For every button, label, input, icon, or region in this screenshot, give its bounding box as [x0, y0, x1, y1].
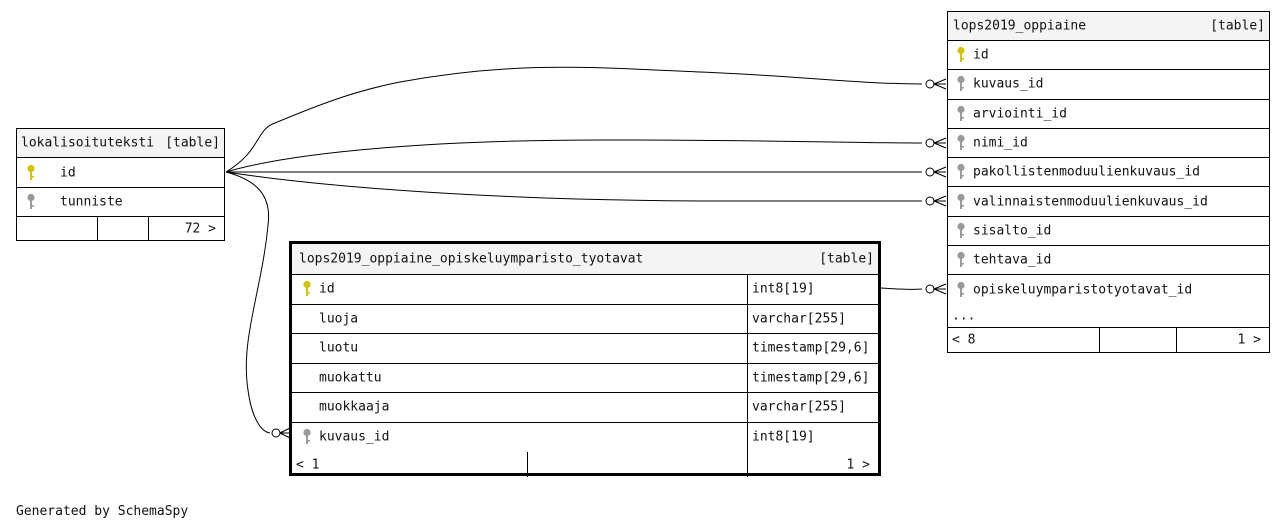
column-name: id: [973, 47, 989, 63]
parents-count[interactable]: < 1: [296, 457, 320, 472]
edge-markers: [271, 78, 947, 439]
column-row[interactable]: id: [17, 158, 224, 188]
table-footer: < 1 1 >: [292, 452, 878, 477]
column-name: id: [60, 165, 76, 180]
column-type: varchar[255]: [752, 311, 846, 327]
column-name: id: [319, 281, 335, 297]
table-header[interactable]: lops2019_oppiaine [table]: [948, 12, 1269, 41]
table-header[interactable]: lops2019_oppiaine_opiskeluymparisto_tyot…: [292, 244, 878, 275]
table-name: lops2019_oppiaine: [953, 18, 1087, 34]
column-row[interactable]: muokattu timestamp[29,6]: [292, 363, 878, 393]
column-row[interactable]: luotu timestamp[29,6]: [292, 334, 878, 364]
column-name: valinnaistenmoduulienkuvaus_id: [973, 194, 1208, 210]
edge-opiskeluymparisto: [880, 287, 923, 290]
column-name: kuvaus_id: [973, 76, 1044, 92]
primary-key-icon: [303, 281, 311, 297]
table-footer: < 8 1 >: [948, 327, 1269, 353]
edge-valinnaisten: [225, 171, 922, 202]
primary-key-icon: [957, 47, 965, 63]
table-name: lops2019_oppiaine_opiskeluymparisto_tyot…: [299, 251, 644, 267]
parents-count[interactable]: < 8: [952, 332, 976, 348]
foreign-key-icon: [957, 222, 965, 238]
column-name: muokkaaja: [319, 399, 390, 415]
column-row[interactable]: id int8[19]: [292, 275, 878, 305]
column-name: muokattu: [319, 370, 382, 386]
table-type-label: [table]: [819, 251, 874, 267]
column-name: luotu: [319, 340, 359, 356]
foreign-key-icon: [27, 193, 35, 209]
edge-nimi: [225, 139, 923, 173]
column-row[interactable]: tunniste: [17, 188, 224, 217]
column-row[interactable]: tehtava_id: [948, 246, 1269, 276]
column-row[interactable]: id: [948, 41, 1269, 71]
foreign-key-icon: [957, 193, 965, 209]
column-name: luoja: [319, 311, 359, 327]
table-header[interactable]: lokalisoituteksti [table]: [17, 129, 224, 158]
column-row[interactable]: pakollistenmoduulienkuvaus_id: [948, 158, 1269, 188]
row-count-link[interactable]: 1 >: [1237, 332, 1261, 348]
edge-kuvaus: [225, 66, 923, 173]
foreign-key-icon: [957, 252, 965, 268]
column-type: int8[19]: [752, 429, 815, 445]
column-name: tunniste: [60, 194, 123, 210]
foreign-key-icon: [957, 76, 965, 92]
foreign-key-icon: [957, 281, 965, 298]
column-name: tehtava_id: [973, 252, 1052, 268]
column-name: nimi_id: [973, 135, 1028, 151]
row-count-link[interactable]: 1 >: [846, 457, 870, 472]
primary-key-icon: [27, 164, 35, 180]
ellipsis: ...: [952, 308, 976, 324]
table-footer: 72 >: [17, 217, 224, 240]
foreign-key-icon: [957, 164, 965, 180]
table-type-label: [table]: [165, 135, 220, 151]
column-name: arviointi_id: [973, 106, 1067, 122]
column-row[interactable]: opiskeluymparistotyotavat_id: [948, 275, 1269, 304]
column-type: timestamp[29,6]: [752, 370, 870, 386]
table-lops2019-oppiaine-opiskeluymparisto-tyotavat[interactable]: lops2019_oppiaine_opiskeluymparisto_tyot…: [289, 241, 881, 477]
column-row[interactable]: sisalto_id: [948, 217, 1269, 247]
column-row[interactable]: arviointi_id: [948, 100, 1269, 129]
foreign-key-icon: [303, 429, 311, 445]
column-name: pakollistenmoduulienkuvaus_id: [973, 164, 1200, 180]
table-type-label: [table]: [1210, 18, 1265, 34]
foreign-key-icon: [957, 134, 965, 151]
column-name: sisalto_id: [973, 223, 1052, 239]
edge-tyotavat-kuvaus: [225, 171, 271, 434]
foreign-key-icon: [957, 105, 965, 121]
column-row[interactable]: kuvaus_id int8[19]: [292, 422, 878, 452]
table-name: lokalisoituteksti: [21, 135, 155, 151]
column-row[interactable]: kuvaus_id: [948, 70, 1269, 100]
column-type: int8[19]: [752, 281, 815, 297]
column-type: timestamp[29,6]: [752, 340, 870, 356]
more-columns-row: ...: [948, 305, 1269, 328]
column-row[interactable]: muokkaaja varchar[255]: [292, 393, 878, 423]
column-type: varchar[255]: [752, 399, 846, 415]
column-name: kuvaus_id: [319, 429, 390, 445]
column-row[interactable]: valinnaistenmoduulienkuvaus_id: [948, 187, 1269, 217]
column-row[interactable]: nimi_id: [948, 129, 1269, 159]
row-count-link[interactable]: 72 >: [184, 221, 216, 236]
generated-by-label: Generated by SchemaSpy: [16, 504, 189, 519]
column-row[interactable]: luoja varchar[255]: [292, 304, 878, 334]
column-name: opiskeluymparistotyotavat_id: [973, 282, 1193, 298]
table-lokalisoituteksti[interactable]: lokalisoituteksti [table] id tunniste 72…: [16, 128, 225, 241]
